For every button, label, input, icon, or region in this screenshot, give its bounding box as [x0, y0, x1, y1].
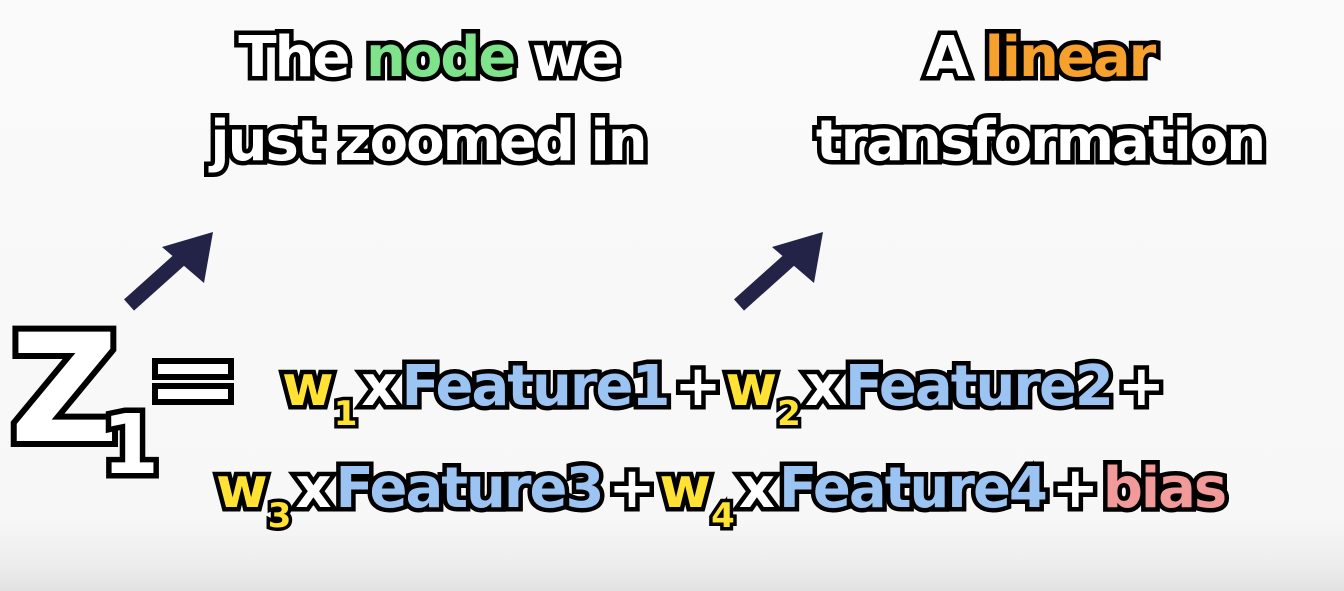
weight-subscript: 1: [330, 391, 361, 438]
times-operator: x: [291, 452, 336, 526]
caption-left-line-1: The node we: [178, 16, 678, 100]
times-operator: x: [734, 452, 779, 526]
caption-left-line-2: just zoomed in: [206, 105, 652, 179]
arrow-up-right-icon: [123, 232, 213, 311]
weight-w3: w: [212, 452, 273, 526]
arrow-up-right-icon: [733, 232, 823, 311]
plus-operator: +: [1047, 452, 1103, 526]
times-operator: x: [357, 350, 402, 424]
weight-w4: w: [655, 452, 716, 526]
weight-w1: w: [278, 350, 339, 424]
caption-node-zoomed: The node we just zoomed in: [178, 16, 678, 184]
equals-sign: [152, 358, 234, 405]
feature-2: Feature2: [840, 350, 1118, 424]
caption-left-text: we: [514, 21, 624, 95]
caption-right-text: A: [921, 21, 985, 95]
feature-3: Feature3: [331, 452, 609, 526]
z-letter: Z: [4, 303, 125, 477]
z-subscript: 1: [96, 398, 164, 493]
weight-subscript: 2: [774, 391, 805, 438]
caption-right-line-2: transformation: [811, 105, 1270, 179]
plus-operator: +: [604, 452, 660, 526]
weight-subscript: 4: [708, 493, 739, 540]
caption-left-text: The: [234, 21, 366, 95]
bias-term: bias: [1098, 452, 1231, 526]
feature-1: Feature1: [397, 350, 675, 424]
feature-4: Feature4: [774, 452, 1052, 526]
z1-symbol: Z 1: [4, 303, 170, 495]
times-operator: x: [800, 350, 845, 424]
plus-operator: +: [1113, 350, 1169, 424]
node-highlight: node: [361, 21, 520, 95]
linear-highlight: linear: [980, 21, 1161, 95]
weight-subscript: 3: [264, 493, 295, 540]
caption-right-line-1: A linear: [775, 16, 1305, 100]
caption-linear-transformation: A linear transformation: [775, 16, 1305, 184]
plus-operator: +: [670, 350, 726, 424]
weight-w2: w: [721, 350, 782, 424]
